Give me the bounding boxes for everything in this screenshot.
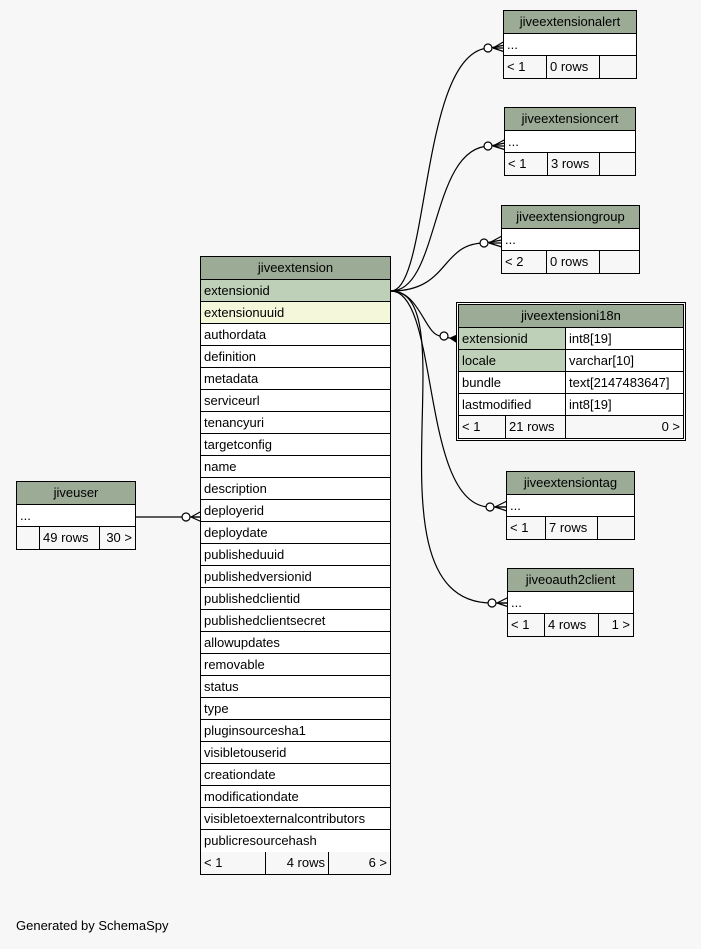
column-name[interactable]: description — [204, 481, 267, 496]
table-jiveextensiongroup[interactable]: jiveextensiongroup ... < 2 0 rows — [501, 205, 640, 274]
parents-count: < 2 — [505, 254, 524, 269]
column-ellipsis: ... — [505, 232, 516, 247]
column-name[interactable]: allowupdates — [204, 635, 280, 650]
column-name[interactable]: publicresourcehash — [204, 833, 317, 848]
link-jiveextensiontag — [390, 290, 507, 508]
column-ellipsis: ... — [507, 37, 518, 52]
row-count: 49 rows — [39, 527, 99, 549]
table-jiveextensionalert[interactable]: jiveextensionalert ... < 1 0 rows — [503, 10, 637, 79]
column-name[interactable]: publishedversionid — [204, 569, 312, 584]
column-ellipsis: ... — [20, 508, 31, 523]
row-count: 7 rows — [545, 517, 597, 539]
column-name[interactable]: publisheduuid — [204, 547, 285, 562]
table-title[interactable]: jiveextensioncert — [505, 108, 635, 131]
column-ellipsis: ... — [510, 498, 521, 513]
link-jiveextensioncert — [390, 142, 506, 292]
parents-count: < 1 — [511, 617, 530, 632]
table-jiveextension[interactable]: jiveextension extensionid extensionuuid au… — [200, 256, 391, 875]
column-ellipsis: ... — [508, 134, 519, 149]
parents-count: < 1 — [510, 520, 529, 535]
column-name[interactable]: type — [204, 701, 229, 716]
column-type: int8[19] — [565, 328, 683, 349]
row-count: 4 rows — [265, 852, 328, 874]
column-name[interactable]: definition — [204, 349, 257, 364]
table-jiveextensioni18n[interactable]: jiveextensioni18n extensionid int8[19] l… — [456, 302, 686, 441]
column-type: int8[19] — [565, 394, 683, 415]
parents-count — [17, 527, 39, 549]
column-ellipsis: ... — [511, 595, 522, 610]
children-count: 0 > — [565, 416, 683, 438]
column-name[interactable]: extensionid — [462, 331, 528, 346]
table-jiveoauth2client[interactable]: jiveoauth2client ... < 1 4 rows 1 > — [507, 568, 634, 637]
children-count: 30 > — [99, 527, 135, 549]
table-title[interactable]: jiveextensionalert — [504, 11, 636, 34]
table-title[interactable]: jiveextensiongroup — [502, 206, 639, 229]
table-title[interactable]: jiveextensioni18n — [459, 305, 683, 328]
parents-count: < 1 — [508, 156, 527, 171]
row-count: 0 rows — [546, 251, 599, 273]
parents-count: < 1 — [462, 419, 481, 434]
column-name[interactable]: targetconfig — [204, 437, 272, 452]
row-count: 0 rows — [546, 56, 599, 78]
children-count: 6 > — [328, 852, 390, 874]
table-title[interactable]: jiveextension — [201, 257, 390, 280]
column-name[interactable]: name — [204, 459, 237, 474]
table-title[interactable]: jiveextensiontag — [507, 472, 634, 495]
children-count — [599, 251, 639, 273]
column-name[interactable]: extensionuuid — [204, 305, 285, 320]
parents-count: < 1 — [204, 855, 223, 870]
column-name[interactable]: publishedclientsecret — [204, 613, 326, 628]
children-count — [597, 517, 634, 539]
link-jiveextensiongroup — [390, 239, 503, 292]
children-count — [599, 56, 636, 78]
column-type: text[2147483647] — [565, 372, 683, 393]
column-name[interactable]: locale — [462, 353, 496, 368]
column-name[interactable]: visibletouserid — [204, 745, 287, 760]
column-type: varchar[10] — [565, 350, 683, 371]
column-name[interactable]: modificationdate — [204, 789, 299, 804]
link-jiveextensioni18n — [390, 290, 459, 341]
row-count: 4 rows — [544, 614, 598, 636]
link-jiveextensionalert — [390, 44, 506, 292]
table-title[interactable]: jiveuser — [17, 482, 135, 505]
column-name[interactable]: tenancyuri — [204, 415, 264, 430]
children-count: 1 > — [598, 614, 633, 636]
column-name[interactable]: bundle — [462, 375, 502, 390]
column-name[interactable]: metadata — [204, 371, 259, 386]
row-count: 21 rows — [505, 416, 565, 438]
column-name[interactable]: removable — [204, 657, 265, 672]
column-name[interactable]: pluginsourcesha1 — [204, 723, 306, 738]
column-name[interactable]: deploydate — [204, 525, 268, 540]
column-name[interactable]: visibletoexternalcontributors — [204, 811, 366, 826]
table-jiveextensioncert[interactable]: jiveextensioncert ... < 1 3 rows — [504, 107, 636, 176]
table-title[interactable]: jiveoauth2client — [508, 569, 633, 592]
footer-text: Generated by SchemaSpy — [16, 918, 169, 933]
table-jiveextensiontag[interactable]: jiveextensiontag ... < 1 7 rows — [506, 471, 635, 540]
column-name[interactable]: lastmodified — [462, 397, 532, 412]
link-jiveoauth2client — [390, 290, 508, 604]
column-name[interactable]: authordata — [204, 327, 267, 342]
row-count: 3 rows — [547, 153, 599, 175]
parents-count: < 1 — [507, 59, 526, 74]
column-name[interactable]: extensionid — [204, 283, 270, 298]
column-name[interactable]: publishedclientid — [204, 591, 301, 606]
column-name[interactable]: creationdate — [204, 767, 276, 782]
column-name[interactable]: deployerid — [204, 503, 264, 518]
column-name[interactable]: status — [204, 679, 239, 694]
column-name[interactable]: serviceurl — [204, 393, 260, 408]
children-count — [599, 153, 635, 175]
table-jiveuser[interactable]: jiveuser ... 49 rows 30 > — [16, 481, 136, 550]
